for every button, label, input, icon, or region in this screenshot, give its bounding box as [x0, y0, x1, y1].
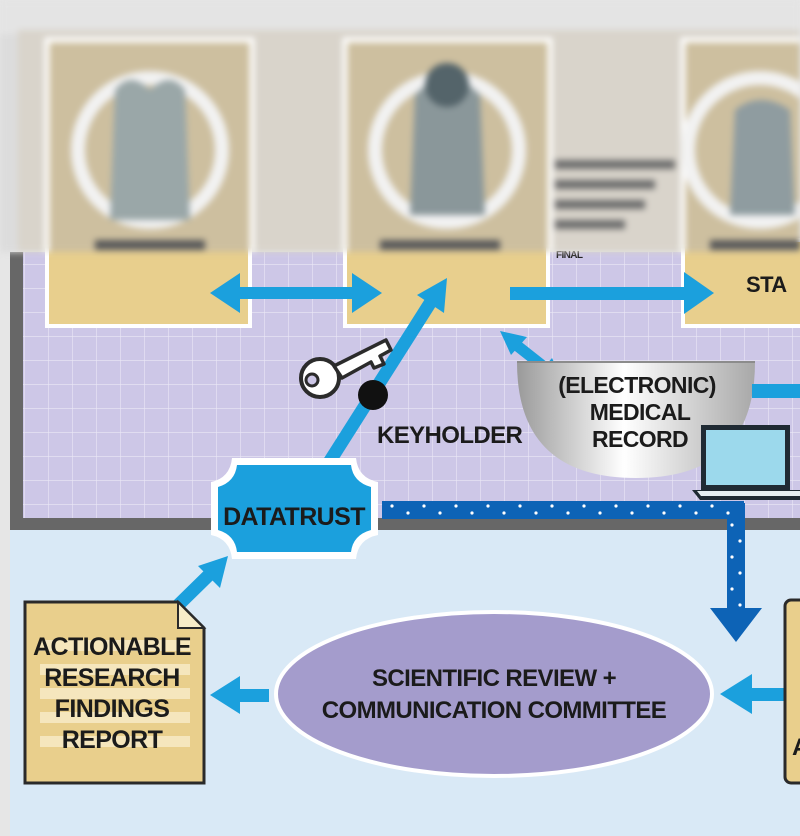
pipe-dot — [390, 504, 394, 508]
arrow-to-staff — [510, 272, 714, 314]
emr-label-line-1: (ELECTRONIC) — [558, 372, 716, 398]
pipe-dot — [738, 603, 742, 607]
pipe-dot — [502, 511, 506, 515]
pipe-dot — [582, 504, 586, 508]
report-label-line-2: RESEARCH — [44, 664, 180, 692]
keyholder-dot — [358, 380, 388, 410]
laptop-icon — [692, 425, 800, 500]
pipe-dot — [738, 539, 742, 543]
pipe-dot — [518, 504, 522, 508]
document-icon — [23, 599, 207, 785]
pipe-dot — [730, 587, 734, 591]
pipe-dot — [470, 511, 474, 515]
pipe-dot — [454, 504, 458, 508]
pipe-dot — [662, 511, 666, 515]
keyholder-label: KEYHOLDER — [377, 422, 523, 449]
top-fragment-label: FINAL — [556, 250, 583, 261]
pipe-dot — [486, 504, 490, 508]
pipe-dot — [406, 511, 410, 515]
committee-label-line-1: SCIENTIFIC REVIEW + — [372, 665, 617, 692]
pipe-dot — [738, 571, 742, 575]
emr-bowl — [517, 361, 755, 478]
pipe-dot — [678, 504, 682, 508]
committee-label-line-2: COMMUNICATION COMMITTEE — [322, 697, 667, 724]
key-icon — [299, 338, 393, 399]
participant-card-bottom — [45, 238, 252, 328]
arrow-into-committee — [720, 674, 788, 714]
committee-oval — [274, 610, 714, 778]
pipe-dot — [598, 511, 602, 515]
datatrust-label: DATATRUST — [223, 503, 365, 531]
staff-card-label: STA — [746, 272, 787, 297]
pipe-dot — [726, 511, 730, 515]
report-label-line-1: ACTIONABLE — [33, 633, 191, 661]
double-arrow-horizontal — [210, 273, 382, 313]
pipe-dot — [438, 511, 442, 515]
pipe-dots — [390, 504, 742, 607]
blurred-header-art — [0, 0, 800, 252]
pipe-dot — [630, 511, 634, 515]
pipe-dot — [614, 504, 618, 508]
pipe-dot — [730, 555, 734, 559]
pipe-dot — [694, 511, 698, 515]
pipe-dot — [422, 504, 426, 508]
report-label-line-4: REPORT — [62, 726, 163, 754]
pipe-dot — [730, 523, 734, 527]
pipe-dot — [710, 504, 714, 508]
right-document-label: A — [792, 734, 800, 761]
emr-outflow-arrow — [752, 384, 800, 398]
pipe-dot — [566, 511, 570, 515]
emr-label-line-2: MEDICAL — [590, 399, 691, 425]
pipe-dot — [534, 511, 538, 515]
emr-label-line-3: RECORD — [592, 426, 688, 452]
report-label-line-3: FINDINGS — [55, 695, 170, 723]
blurred-header-band — [0, 0, 800, 252]
right-document-partial — [783, 598, 800, 785]
arrow-committee-to-report — [210, 676, 269, 714]
pipe-dot — [646, 504, 650, 508]
pipe-dot — [550, 504, 554, 508]
datatrust-badge — [211, 458, 378, 559]
